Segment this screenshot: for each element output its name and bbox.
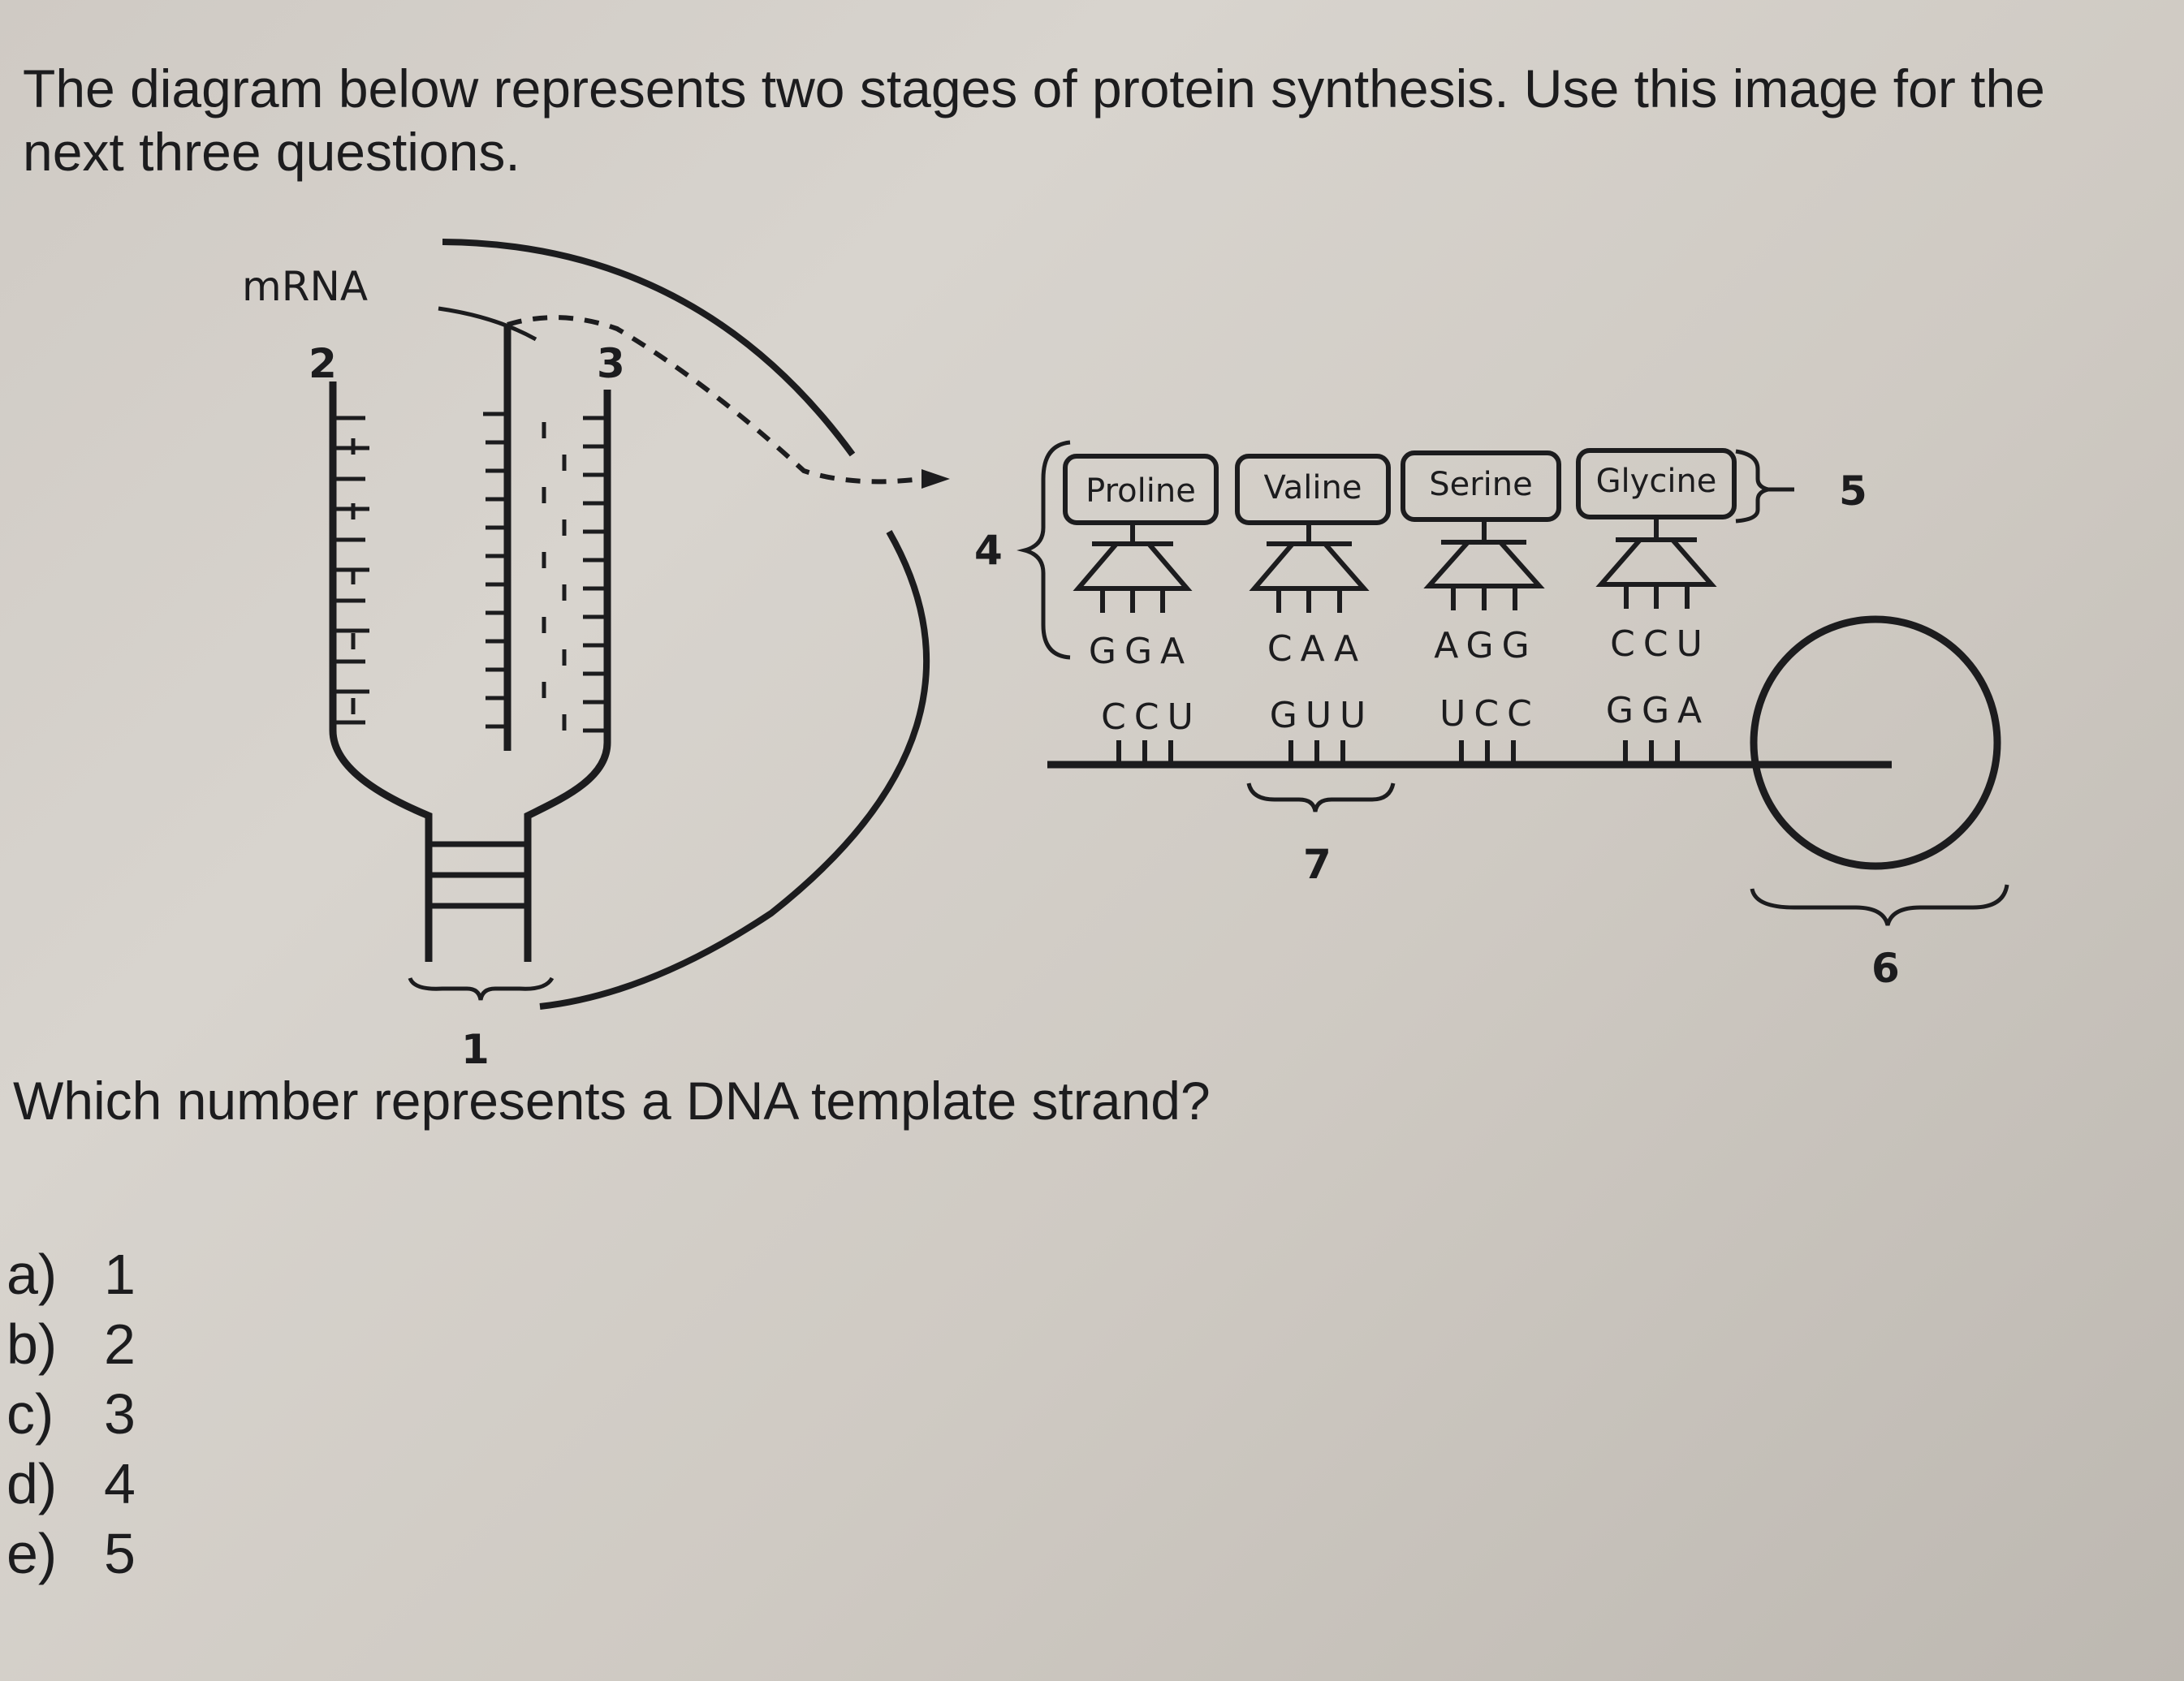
anticodon-3: AGG: [1434, 625, 1538, 666]
anticodon-4: CCU: [1610, 623, 1711, 665]
label-2: 2: [309, 340, 337, 387]
choice-b-value: 2: [104, 1312, 136, 1376]
amino-acid-box-proline: [1063, 454, 1219, 525]
choice-d[interactable]: d) 4: [6, 1451, 136, 1516]
choice-c[interactable]: c) 3: [6, 1381, 136, 1446]
mrna-arrowhead: [922, 469, 950, 489]
brace-6: [1750, 884, 2009, 926]
codon-2: GUU: [1270, 695, 1375, 736]
question-intro: The diagram below represents two stages …: [23, 57, 2045, 183]
amino-acid-valine: Valine: [1264, 469, 1362, 506]
transcription-stage: [329, 239, 950, 1010]
choice-d-letter: d): [6, 1452, 58, 1515]
mrna-label: mRNA: [242, 263, 368, 310]
choice-a-letter: a): [6, 1243, 58, 1306]
codon-4: GGA: [1606, 690, 1710, 731]
mrna-strand-dashed: [507, 315, 922, 485]
brace-7: [1246, 782, 1396, 812]
choice-a-value: 1: [104, 1243, 136, 1306]
codon-3: UCC: [1439, 693, 1540, 735]
translation-stage: [1016, 440, 2009, 926]
brace-4: [1016, 440, 1071, 660]
brace-1: [408, 976, 555, 1001]
amino-acid-proline: Proline: [1086, 472, 1196, 510]
anticodon-2: CAA: [1267, 628, 1366, 670]
choice-b[interactable]: b) 2: [6, 1312, 136, 1377]
choice-e-letter: e): [6, 1522, 58, 1585]
label-6: 6: [1871, 945, 1900, 992]
choice-e-value: 5: [104, 1522, 136, 1585]
label-7: 7: [1303, 841, 1332, 888]
nucleus-boundary: [442, 239, 930, 1010]
intro-line-1: The diagram below represents two stages …: [23, 58, 2045, 119]
amino-acid-box-valine: [1235, 454, 1391, 525]
brace-5: [1735, 449, 1794, 524]
ribosome-circle: [1750, 615, 2001, 870]
amino-acid-glycine: Glycine: [1596, 463, 1717, 500]
dna-strand-left: [329, 381, 433, 962]
dna-strand-right: [524, 390, 611, 962]
choice-c-letter: c): [6, 1382, 54, 1446]
mrna-label-leader: [438, 306, 537, 342]
label-1: 1: [461, 1026, 490, 1073]
choice-b-letter: b): [6, 1312, 58, 1376]
anticodon-1: GGA: [1089, 631, 1193, 672]
codon-1: CCU: [1101, 696, 1202, 738]
label-3: 3: [597, 340, 625, 387]
amino-acid-serine: Serine: [1429, 466, 1533, 503]
label-5: 5: [1839, 468, 1867, 515]
choice-c-value: 3: [104, 1382, 136, 1446]
choice-e[interactable]: e) 5: [6, 1521, 136, 1586]
choice-d-value: 4: [104, 1452, 136, 1515]
question-text: Which number represents a DNA template s…: [13, 1071, 1211, 1131]
intro-line-2: next three questions.: [23, 122, 520, 182]
amino-acid-box-serine: [1401, 450, 1561, 522]
label-4: 4: [974, 527, 1003, 574]
choice-a[interactable]: a) 1: [6, 1242, 136, 1307]
